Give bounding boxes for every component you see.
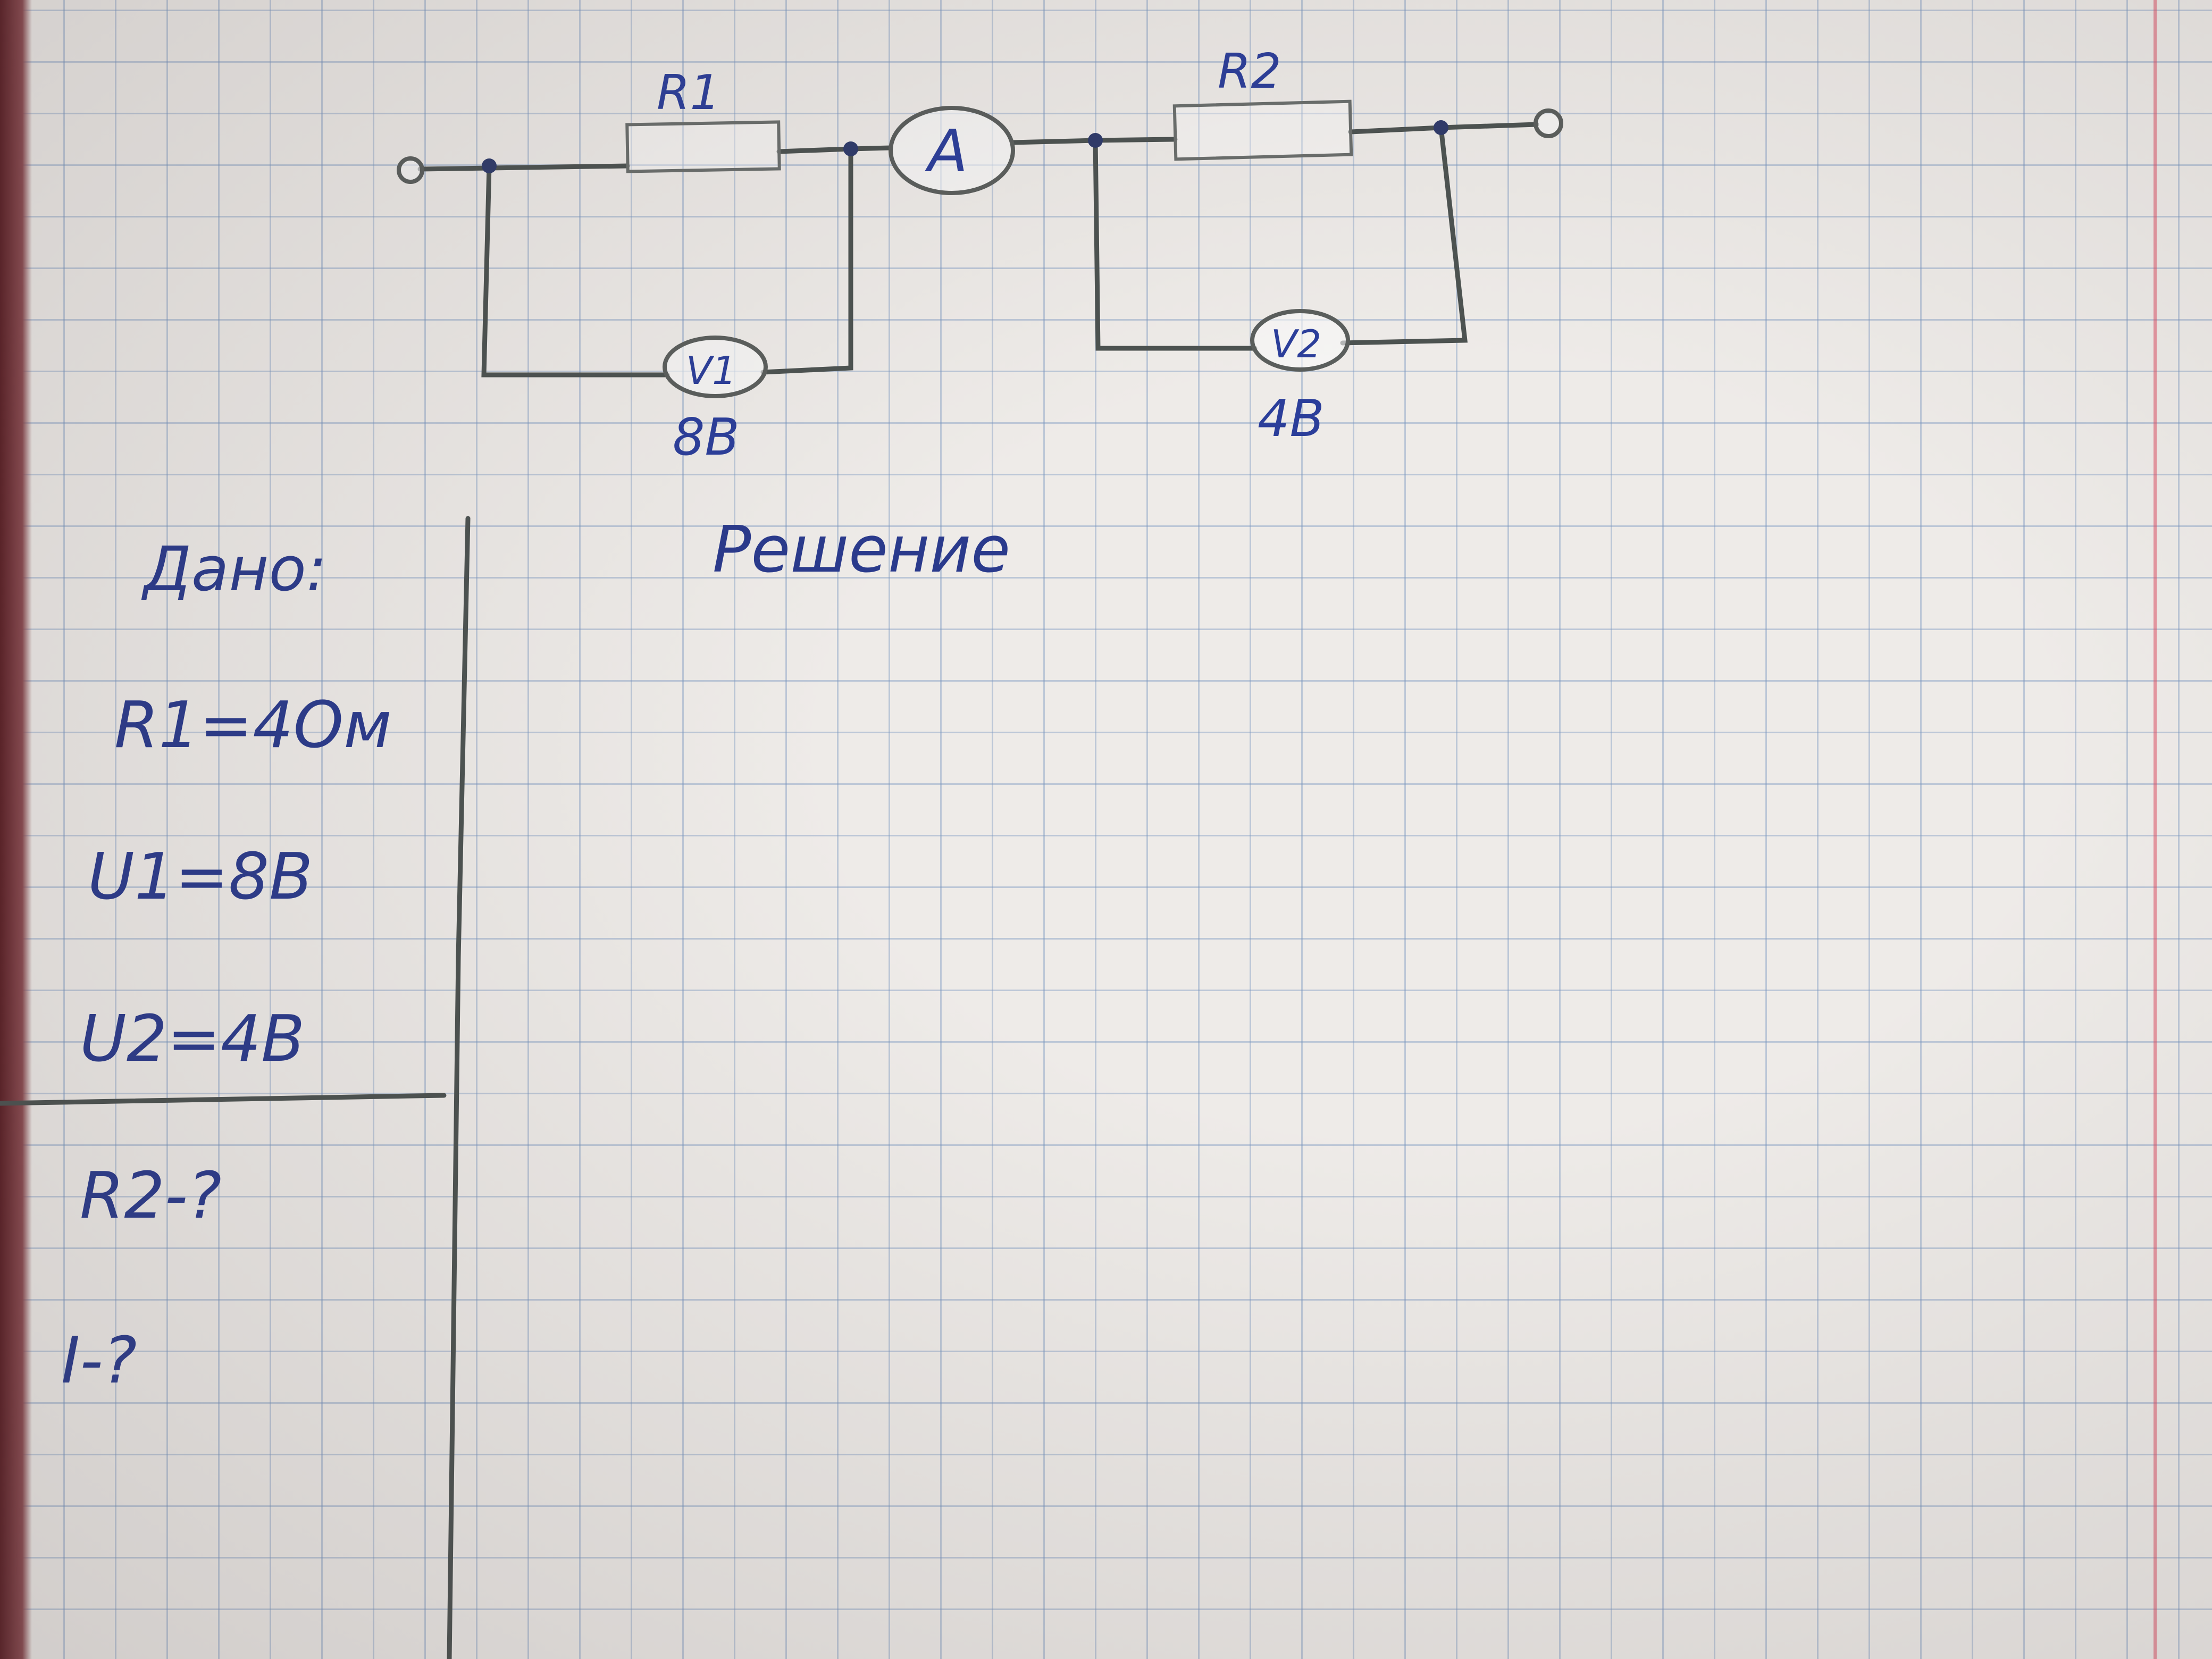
- wire-v1-right: [760, 146, 853, 375]
- margin-line: [2154, 0, 2157, 1659]
- v1-reading: 8В: [673, 408, 740, 467]
- resistor-r2: [1172, 99, 1353, 161]
- find-r2: R2-?: [80, 1159, 222, 1233]
- left-wires: [417, 145, 893, 378]
- given-heading: Дано:: [141, 534, 327, 605]
- r1-label: R1: [657, 65, 720, 121]
- r2-label: R2: [1218, 44, 1281, 99]
- v1-label: V1: [686, 348, 736, 393]
- input-terminal: [397, 156, 424, 184]
- given-r1: R1=4Ом: [114, 689, 392, 763]
- wire-v2-left: [1093, 138, 1258, 351]
- node-2: [843, 141, 858, 156]
- v2-label: V2: [1271, 322, 1321, 366]
- output-terminal: [1534, 108, 1563, 138]
- notebook-cover-edge: [0, 0, 32, 1659]
- wire-v2-right: [1340, 125, 1468, 346]
- ammeter: [889, 106, 1015, 195]
- wire-v1-left: [481, 163, 670, 378]
- resistor-r1: [625, 120, 781, 173]
- given-divider-horizontal: [0, 1093, 447, 1106]
- given-u2: U2=4В: [80, 1002, 305, 1076]
- ammeter-label: A: [925, 117, 968, 185]
- find-i: I-?: [61, 1324, 137, 1398]
- voltmeter-v1: [663, 336, 768, 398]
- wire-input: [417, 163, 630, 172]
- given-divider-vertical: [447, 516, 471, 1659]
- voltmeter-v2: [1250, 309, 1350, 372]
- wire-r1-ammeter: [776, 145, 893, 154]
- node-1: [482, 158, 497, 173]
- solution-heading: Решение: [713, 513, 1010, 587]
- node-4: [1434, 120, 1448, 135]
- v2-reading: 4В: [1258, 390, 1325, 448]
- node-3: [1088, 133, 1103, 148]
- given-u1: U1=8В: [88, 840, 313, 914]
